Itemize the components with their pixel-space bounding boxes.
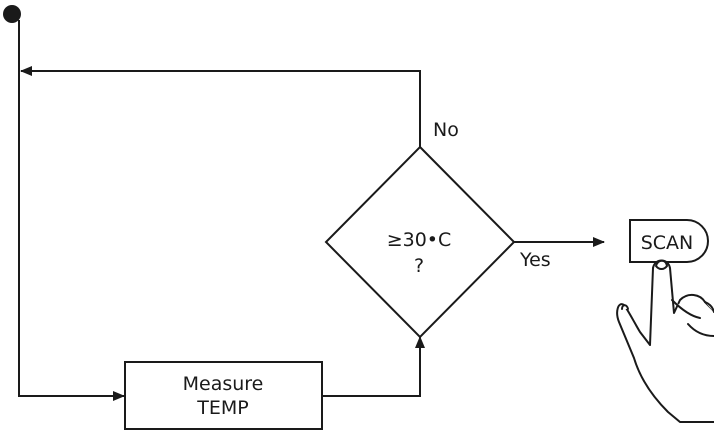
arrow-to-decision — [322, 336, 425, 397]
scan-button-label: SCAN — [641, 232, 694, 254]
process-label-line2: TEMP — [196, 397, 248, 419]
decision-diamond — [324, 145, 516, 339]
process-label-line1: Measure — [183, 373, 264, 395]
decision-label-line1: ≥30•C — [387, 229, 452, 251]
decision-label-line2: ? — [414, 255, 424, 277]
scan-button[interactable] — [629, 219, 709, 263]
no-label: No — [433, 119, 459, 141]
pointing-hand-icon — [616, 259, 714, 423]
start-node — [3, 5, 21, 23]
no-branch-arrow — [20, 66, 421, 147]
process-box — [124, 361, 323, 430]
yes-label: Yes — [519, 249, 551, 271]
